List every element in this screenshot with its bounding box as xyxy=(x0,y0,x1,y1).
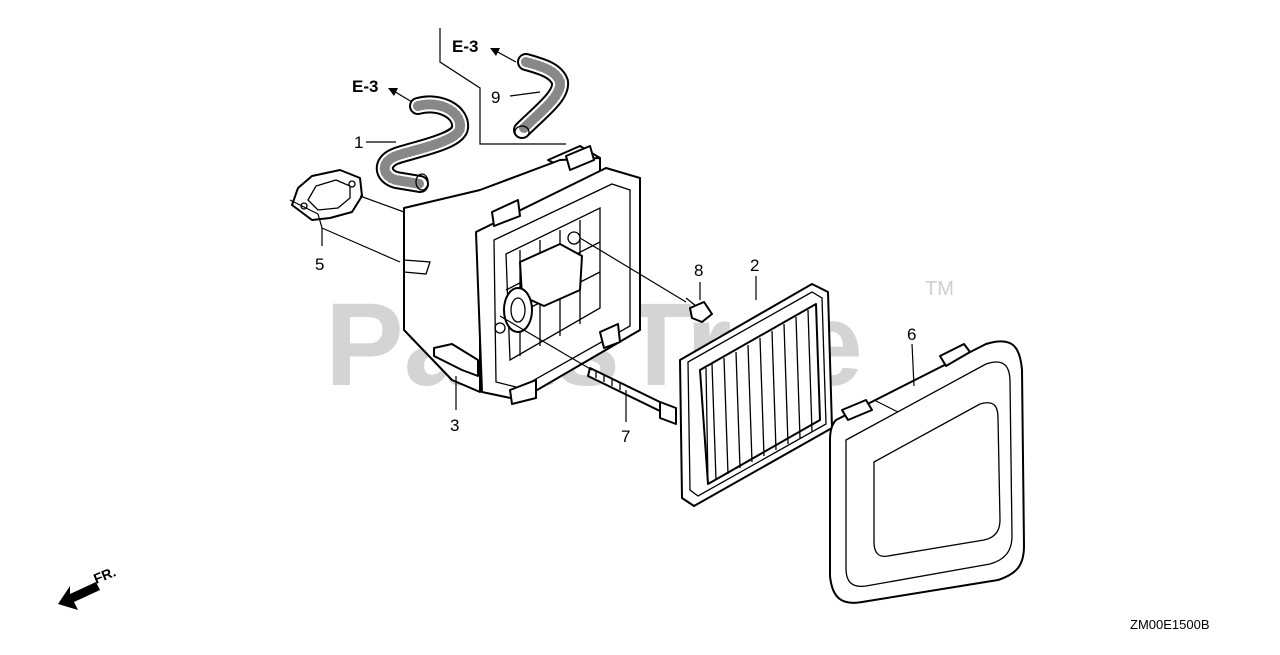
part-air-filter xyxy=(679,283,833,507)
ref-e3-top[interactable]: E-3 xyxy=(452,37,478,56)
front-direction-indicator: FR. xyxy=(58,563,118,610)
diagram-code: ZM00E1500B xyxy=(1130,617,1210,632)
callout-3[interactable]: 3 xyxy=(450,416,459,435)
part-gasket xyxy=(291,169,363,221)
front-direction-label: FR. xyxy=(91,563,118,586)
reference-arrows xyxy=(388,48,517,103)
callout-9[interactable]: 9 xyxy=(491,88,500,107)
callout-5[interactable]: 5 xyxy=(315,255,324,274)
part-bolt-8 xyxy=(685,297,713,323)
ref-e3-left[interactable]: E-3 xyxy=(352,77,378,96)
part-air-cleaner-cover xyxy=(829,340,1025,604)
callout-6[interactable]: 6 xyxy=(907,325,916,344)
part-air-cleaner-case xyxy=(403,145,641,405)
part-breather-tube-9 xyxy=(513,53,569,139)
watermark-trademark: TM xyxy=(925,278,954,300)
leader-lines xyxy=(289,28,915,422)
callout-1[interactable]: 1 xyxy=(354,133,363,152)
part-breather-tube-1 xyxy=(375,95,469,193)
filter-pleats xyxy=(705,309,813,485)
callout-2[interactable]: 2 xyxy=(750,256,759,275)
callout-8[interactable]: 8 xyxy=(694,261,703,280)
front-arrow-icon xyxy=(58,582,100,610)
callout-7[interactable]: 7 xyxy=(621,427,630,446)
